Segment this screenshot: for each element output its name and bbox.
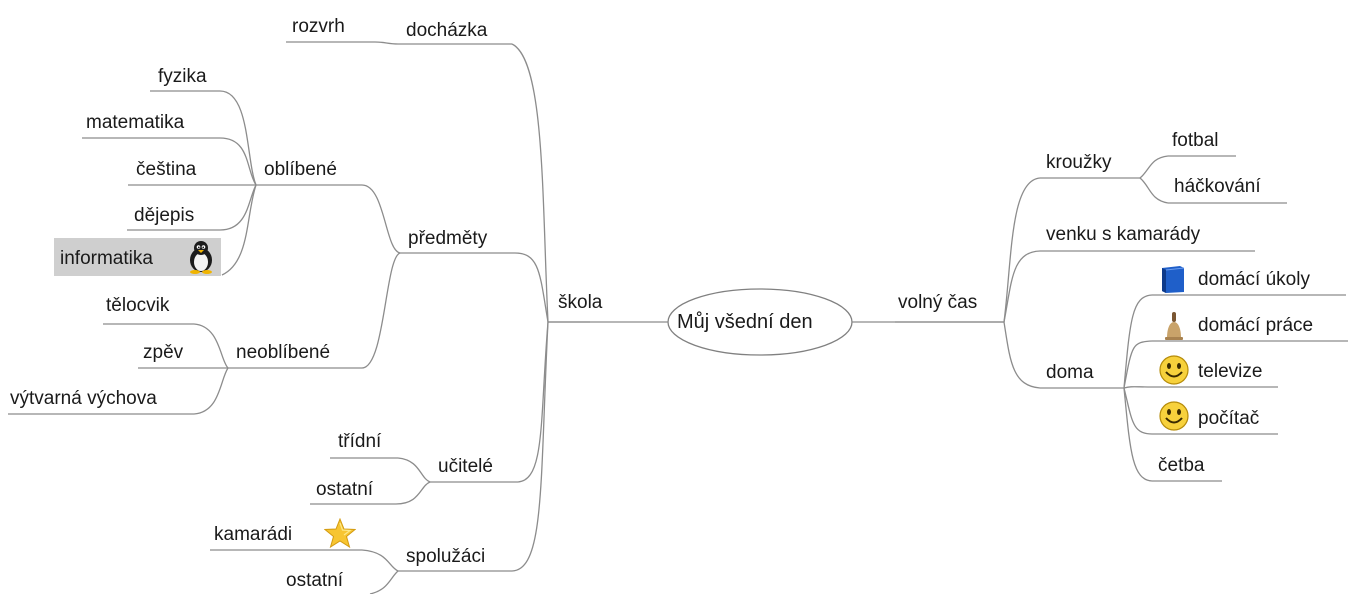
node-venku[interactable]: venku s kamarády [1046, 224, 1201, 245]
node-dochazka[interactable]: docházka [406, 20, 488, 41]
node-dejepis[interactable]: dějepis [134, 205, 195, 226]
node-fotbal[interactable]: fotbal [1172, 130, 1219, 151]
smiley-icon [1159, 401, 1189, 431]
node-oblibene[interactable]: oblíbené [264, 159, 337, 180]
node-vytvarna-vychova[interactable]: výtvarná výchova [10, 388, 157, 409]
star-icon [324, 518, 356, 548]
node-ucitele[interactable]: učitelé [438, 456, 493, 477]
node-fyzika[interactable]: fyzika [158, 66, 207, 87]
node-spoluzaci[interactable]: spolužáci [406, 546, 486, 567]
node-informatika[interactable]: informatika [60, 248, 153, 269]
node-zpev[interactable]: zpěv [143, 342, 184, 363]
node-krouzky[interactable]: kroužky [1046, 152, 1112, 173]
node-hackovani[interactable]: háčkování [1174, 176, 1261, 197]
node-volny-cas[interactable]: volný čas [898, 292, 978, 313]
node-domaci-prace[interactable]: domácí práce [1198, 315, 1314, 336]
node-spoluzaci-ostatni[interactable]: ostatní [286, 570, 344, 591]
smiley-icon [1159, 355, 1189, 385]
node-domaci-ukoly[interactable]: domácí úkoly [1198, 269, 1310, 290]
penguin-icon [190, 241, 212, 274]
node-kamaradi[interactable]: kamarádi [214, 524, 293, 545]
node-predmety[interactable]: předměty [408, 228, 488, 249]
book-icon [1162, 266, 1185, 293]
node-telocvik[interactable]: tělocvik [106, 295, 170, 316]
node-doma[interactable]: doma [1046, 362, 1094, 383]
center-node[interactable]: Můj všední den [677, 311, 813, 333]
node-rozvrh[interactable]: rozvrh [292, 16, 345, 37]
node-pocitac[interactable]: počítač [1198, 408, 1260, 429]
bell-icon [1165, 312, 1183, 340]
node-cetba[interactable]: četba [1158, 455, 1205, 476]
node-matematika[interactable]: matematika [86, 112, 185, 133]
node-cestina[interactable]: čeština [136, 159, 197, 180]
node-tridni[interactable]: třídní [338, 431, 382, 452]
node-skola[interactable]: škola [558, 292, 603, 313]
node-neoblibene[interactable]: neoblíbené [236, 342, 331, 363]
node-ucitele-ostatni[interactable]: ostatní [316, 479, 374, 500]
node-televize[interactable]: televize [1198, 361, 1263, 382]
